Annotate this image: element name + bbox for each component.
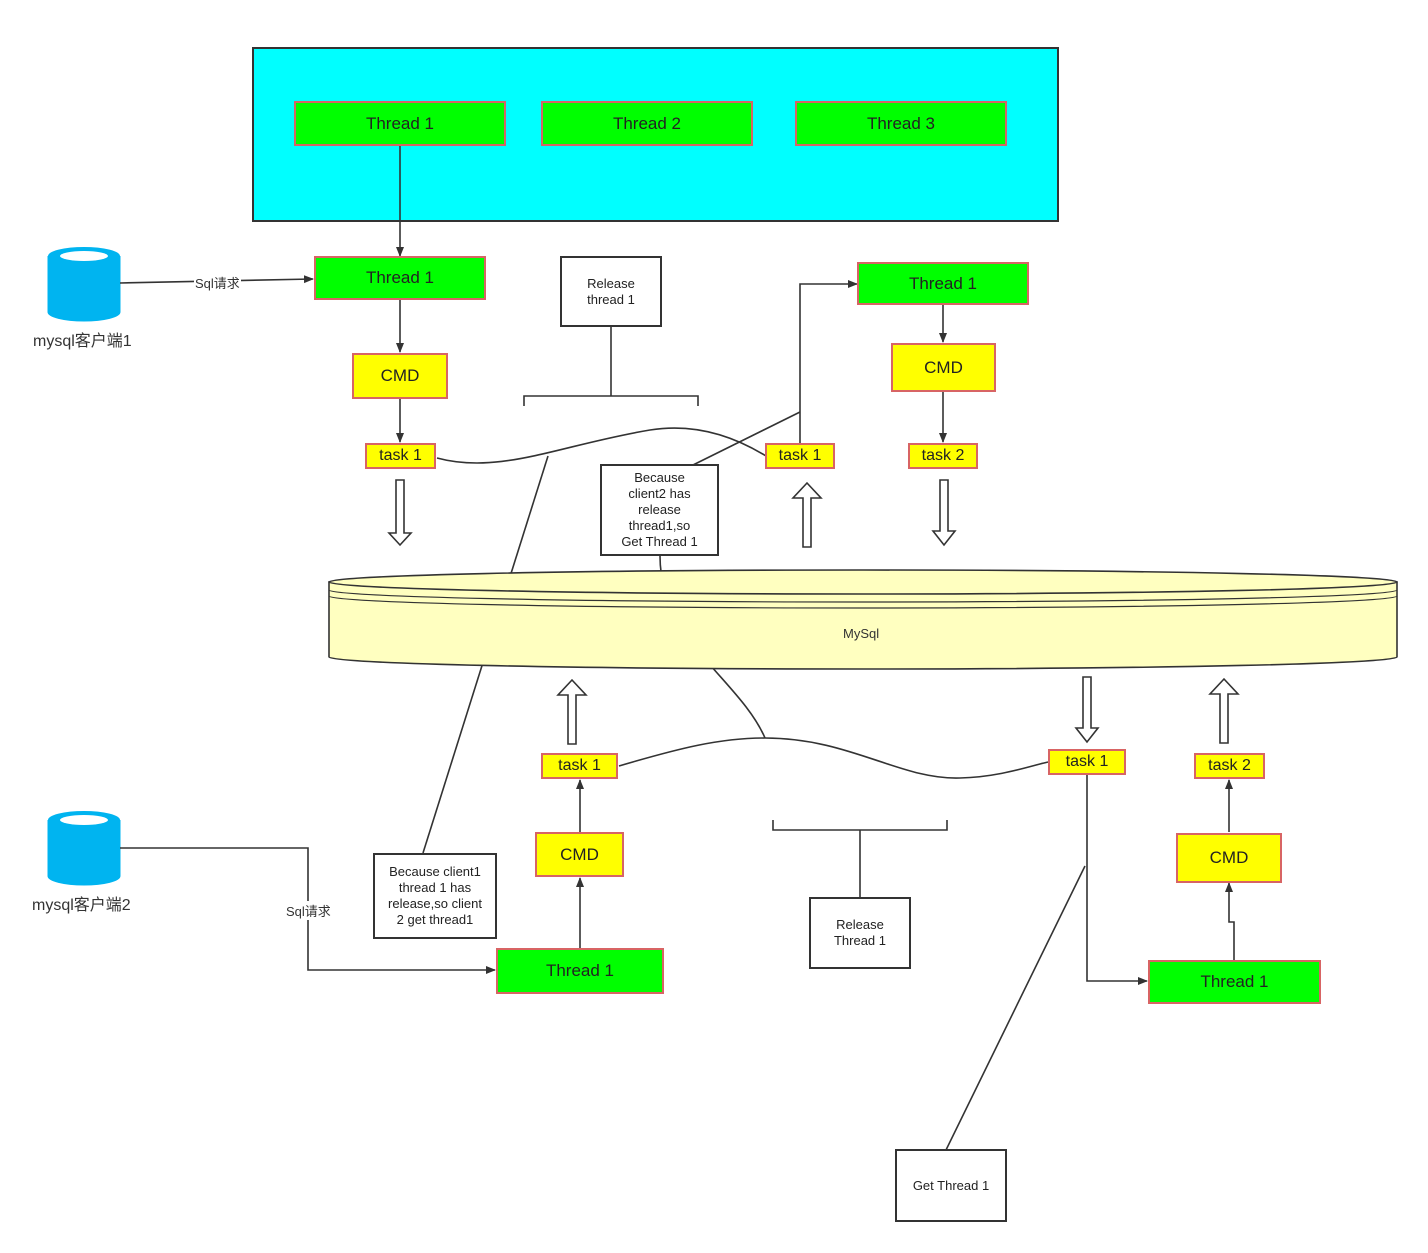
top-right-task-1[interactable]: task 1 xyxy=(765,443,835,469)
down-arrow-2 xyxy=(931,479,957,547)
top-right-thread[interactable]: Thread 1 xyxy=(857,262,1029,305)
client-2-thread[interactable]: Thread 1 xyxy=(496,948,664,994)
client-1-task[interactable]: task 1 xyxy=(365,443,436,469)
up-arrow-2 xyxy=(556,678,588,745)
top-right-cmd[interactable]: CMD xyxy=(891,343,996,392)
database-icon-client-1 xyxy=(47,247,121,322)
down-arrow-3 xyxy=(1074,676,1100,744)
bottom-right-cmd[interactable]: CMD xyxy=(1176,833,1282,883)
release-thread-note-top: Release thread 1 xyxy=(560,256,662,327)
bottom-right-task-2[interactable]: task 2 xyxy=(1194,753,1265,779)
mysql-database-shape xyxy=(328,569,1398,670)
top-right-task-2[interactable]: task 2 xyxy=(908,443,978,469)
because-note-bottom: Because client1 thread 1 has release,so … xyxy=(373,853,497,939)
bottom-right-thread[interactable]: Thread 1 xyxy=(1148,960,1321,1004)
client-1-label: mysql客户端1 xyxy=(33,333,132,350)
down-arrow-1 xyxy=(387,479,413,547)
bottom-right-task-1[interactable]: task 1 xyxy=(1048,749,1126,775)
client-1-cmd[interactable]: CMD xyxy=(352,353,448,399)
database-icon-client-2 xyxy=(47,811,121,886)
client-2-cmd[interactable]: CMD xyxy=(535,832,624,877)
up-arrow-3 xyxy=(1208,677,1240,744)
get-thread-note: Get Thread 1 xyxy=(895,1149,1007,1222)
client-1-thread[interactable]: Thread 1 xyxy=(314,256,486,300)
mysql-label: MySql xyxy=(843,626,880,641)
release-thread-note-bottom: Release Thread 1 xyxy=(809,897,911,969)
pool-thread-2[interactable]: Thread 2 xyxy=(541,101,753,146)
pool-thread-1[interactable]: Thread 1 xyxy=(294,101,506,146)
client-2-edge-label: Sql请求 xyxy=(285,901,332,920)
up-arrow-1 xyxy=(791,481,823,548)
client-1-edge-label: Sql请求 xyxy=(194,273,241,292)
client-2-label: mysql客户端2 xyxy=(32,897,131,914)
pool-thread-3[interactable]: Thread 3 xyxy=(795,101,1007,146)
client-2-task[interactable]: task 1 xyxy=(541,753,618,779)
because-note-top: Because client2 has release thread1,so G… xyxy=(600,464,719,556)
